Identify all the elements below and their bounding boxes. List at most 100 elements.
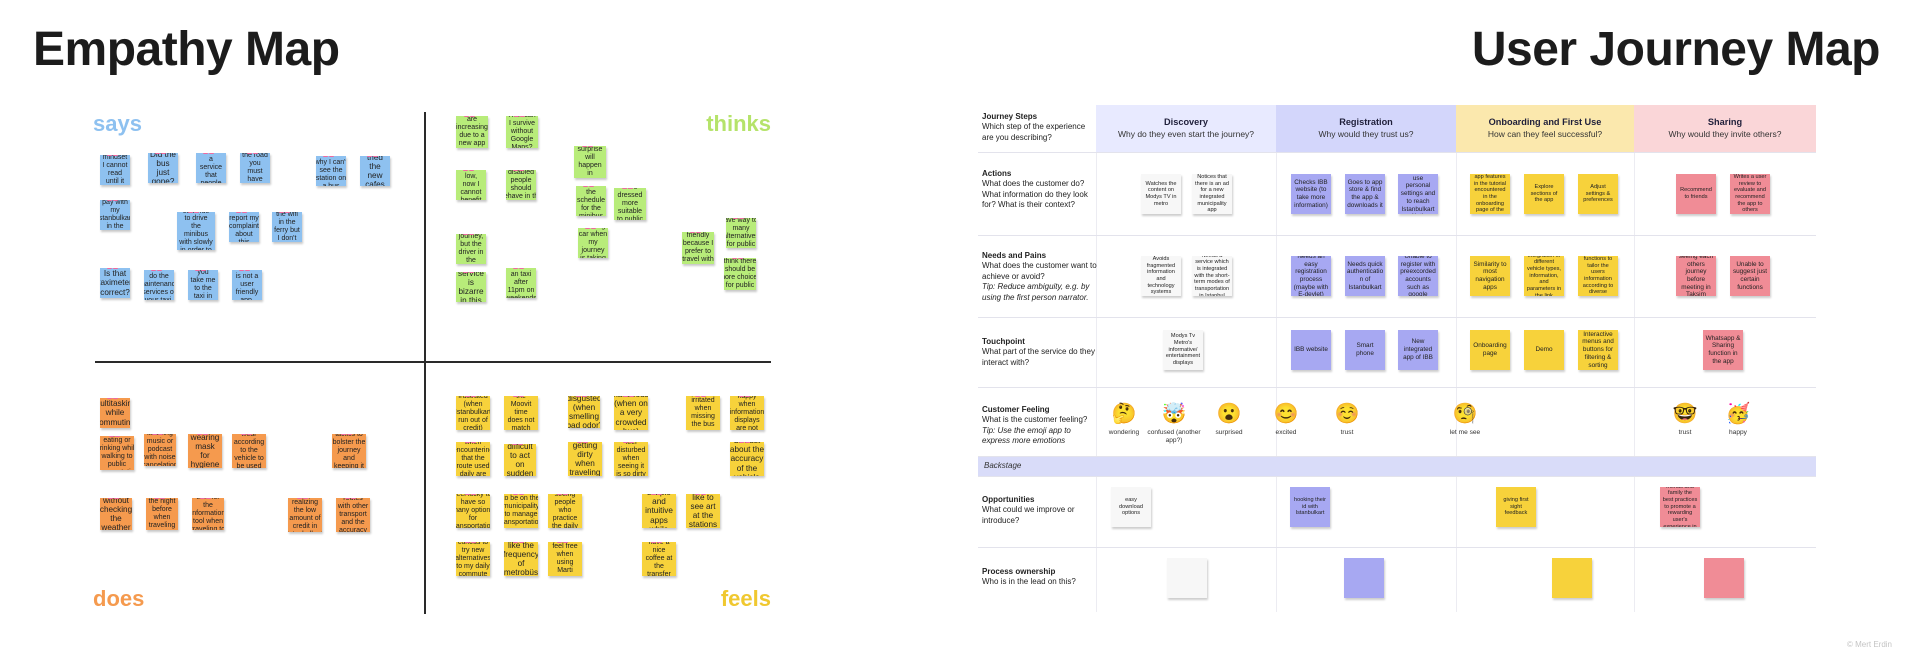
journey-sticky-note[interactable]: Watches the content on Modys TV in metro (1141, 174, 1181, 214)
sticky-note[interactable]: Have you tried the new cafes on the boat… (360, 156, 390, 186)
sticky-note[interactable]: trying to wear according to the vehicle … (232, 434, 266, 468)
sticky-note[interactable]: My app numbers are increasing due to a n… (456, 116, 488, 148)
journey-sticky-note[interactable]: Unable to suggest just certain functions (1730, 256, 1770, 296)
sticky-note[interactable]: I want to get the wifi in the ferry but … (272, 212, 302, 242)
sticky-note[interactable]: I am environmental friendly because I pr… (682, 232, 714, 264)
sticky-note[interactable]: Why can't I pay with my Istanbulkart in … (100, 200, 130, 230)
journey-sticky-note[interactable]: Notices that there is an ad for a new in… (1192, 174, 1232, 214)
journey-sticky-note[interactable] (1344, 558, 1384, 598)
sticky-note[interactable]: I can not understand why I can't see the… (316, 156, 346, 186)
sticky-note[interactable]: to be on the municipality to manage tran… (504, 494, 538, 528)
sticky-note[interactable]: wearing mask for hygiene (188, 434, 222, 468)
sticky-note[interactable]: happy when seeing people who practice th… (548, 494, 582, 528)
sticky-note[interactable]: feel lucky to have so many options for t… (456, 494, 490, 528)
journey-sticky-note[interactable]: Similarity to most navigation apps (1470, 256, 1510, 296)
sticky-note[interactable]: Where can I report my complaint about th… (229, 212, 259, 242)
journey-sticky-note[interactable]: Interactive menus and buttons for filter… (1578, 330, 1618, 370)
sticky-note[interactable]: I just don't notice during the journey, … (456, 234, 486, 264)
sticky-note[interactable]: What's written on that mindset I cannot … (100, 155, 130, 185)
sticky-note[interactable]: confused when encountering that the rout… (456, 442, 490, 476)
sticky-note[interactable]: Which regular surprise will happen in to… (574, 146, 606, 178)
sticky-note[interactable]: irritated when missing the bus (686, 396, 720, 430)
sticky-note[interactable]: curious to try new alternatives to my da… (456, 542, 490, 576)
journey-sticky-note[interactable]: Recommend to friends (1676, 174, 1716, 214)
journey-sticky-note[interactable] (1167, 558, 1207, 598)
journey-sticky-note[interactable]: giving first sight feedback (1496, 487, 1536, 527)
sticky-note[interactable]: enjoy simple and intuitive apps while tr… (642, 494, 676, 528)
journey-sticky-note[interactable]: Needs an easy registration process (mayb… (1291, 256, 1331, 296)
journey-sticky-note[interactable]: Explore sections of the app (1524, 174, 1564, 214)
journey-sticky-note[interactable]: IBB website (1291, 330, 1331, 370)
sticky-note[interactable]: They have removed a service that people … (196, 153, 226, 183)
journey-sticky-note[interactable]: Onboarding page (1470, 330, 1510, 370)
sticky-note[interactable]: like the frequency of metrobüs (504, 542, 538, 576)
sticky-note[interactable]: Before closing the road you must have in… (240, 153, 270, 183)
sticky-note[interactable]: Moovit is not a user friendly app. (232, 270, 262, 300)
sticky-note[interactable]: checking different routes with other tra… (336, 498, 370, 532)
sticky-note[interactable]: feeling like getting dirty when travelin… (568, 442, 602, 476)
sticky-note[interactable]: developing personal tactics to bolster t… (332, 434, 366, 468)
journey-sticky-note[interactable] (1704, 558, 1744, 598)
sticky-note[interactable]: time to time realizing the low amount of… (288, 498, 322, 532)
sticky-note[interactable]: keeping much extra time for the informat… (192, 498, 224, 530)
sticky-note[interactable]: feel disturbed when seeing it is so dirt… (614, 442, 648, 476)
journey-sticky-note[interactable]: Sign up to be able to use personal setti… (1398, 174, 1438, 214)
sticky-note[interactable]: checking the route the night before when… (146, 498, 178, 530)
sticky-note[interactable]: Sometimes eating or drinking while walki… (100, 436, 134, 470)
journey-sticky-note[interactable]: Needs seeing each others journey before … (1676, 256, 1716, 296)
sticky-note[interactable]: Taksi service is bizarre in this city (456, 272, 486, 302)
sticky-note[interactable]: cannot go out without checking the weath… (100, 498, 132, 530)
sticky-note[interactable]: feel free when using Marti (548, 542, 582, 576)
sticky-note[interactable]: I can't call an taxi after 11pm on weeke… (506, 268, 536, 298)
journey-sticky-note[interactable]: Modys Tv Metro's informative/ entertainm… (1163, 330, 1203, 370)
sticky-note[interactable]: You need to do the maintenance services … (144, 270, 174, 300)
sticky-note[interactable]: I think I would have way too many altern… (726, 218, 756, 248)
sticky-note[interactable]: happy to have a nice coffee at the trans… (642, 542, 676, 576)
sticky-note[interactable]: nauseous (when on a very crowded bus) (614, 396, 648, 430)
sticky-note[interactable]: Did the bus just gone? (148, 153, 178, 183)
journey-sticky-note[interactable]: Checks IBB website (to take more informa… (1291, 174, 1331, 214)
sticky-note[interactable]: stressed (when the Moovit time does not … (504, 396, 538, 430)
journey-sticky-note[interactable]: Unable to register with preexcorded acco… (1398, 256, 1438, 296)
journey-sticky-note[interactable]: easy download options (1111, 487, 1151, 527)
sticky-note[interactable]: How can I survive without Google Maps? (506, 116, 538, 148)
sticky-note[interactable]: I am thinking to change to using car whe… (578, 228, 608, 258)
journey-sticky-note[interactable]: Whatsapp & Sharing function in the app (1703, 330, 1743, 370)
journey-sticky-note[interactable]: New integrated app of IBB (1398, 330, 1438, 370)
journey-sticky-note[interactable]: Demo (1524, 330, 1564, 370)
pin-tag-icon (108, 498, 113, 499)
journey-sticky-note[interactable] (1552, 558, 1592, 598)
sticky-note[interactable]: I will be late if we continue to drive t… (177, 212, 215, 250)
journey-sticky-note[interactable]: Needs quick authenticatio n of Istanbulk… (1345, 256, 1385, 296)
journey-sticky-note[interactable]: Smart phone (1345, 330, 1385, 370)
journey-sticky-note[interactable]: Needs a service which is integrated with… (1192, 256, 1232, 296)
journey-sticky-note[interactable]: Adjust settings & preferences (1578, 174, 1618, 214)
journey-sticky-note[interactable]: Check the app features in the tutorial e… (1470, 174, 1510, 214)
journey-sticky-note[interactable]: Integration of different vehicle types, … (1524, 256, 1564, 296)
journey-sticky-note[interactable]: hooking their id with Istanbulkart (1290, 487, 1330, 527)
journey-sticky-note[interactable]: sharing with friends and family the best… (1660, 487, 1700, 527)
sticky-note[interactable]: frustrated (when Istanbulkart run out of… (456, 396, 490, 430)
journey-sticky-note[interactable]: Goes to app store & find the app & downl… (1345, 174, 1385, 214)
journey-sticky-note[interactable]: Helping functions to tailor the users in… (1578, 256, 1618, 296)
sticky-note[interactable]: feel distrust about the accuracy of the … (730, 442, 764, 476)
sticky-note[interactable]: do not feel happy when information displ… (730, 396, 764, 430)
sticky-note[interactable]: like to see art at the stations (686, 494, 720, 528)
sticky-note[interactable]: But still, I think there should be more … (724, 258, 756, 290)
journey-sticky-note[interactable]: Writes a user review to evaluate and rec… (1730, 174, 1770, 214)
sticky-note[interactable]: I wish I were dressed more suitable to p… (614, 188, 646, 220)
journey-sticky-note[interactable]: Avoids fragmented information and techno… (1141, 256, 1181, 296)
sticky-note[interactable]: disgusted (when smelling bad odor) (568, 396, 600, 428)
sticky-note[interactable]: I wish my battery wasn't low, now I cann… (456, 170, 486, 200)
sticky-note[interactable]: find it difficult to act on sudden chang… (504, 444, 536, 476)
sticky-note[interactable]: listening music or podcast with noise ca… (144, 434, 176, 466)
sticky-note[interactable]: Why do I need to check the schedule for … (576, 186, 606, 216)
sticky-note[interactable]: Why can't you take me to the taxi in thi… (188, 270, 218, 300)
sticky-note[interactable]: multitasking while commuting (100, 398, 130, 428)
sticky-note[interactable]: It is so easy where disabled people shou… (506, 170, 536, 200)
